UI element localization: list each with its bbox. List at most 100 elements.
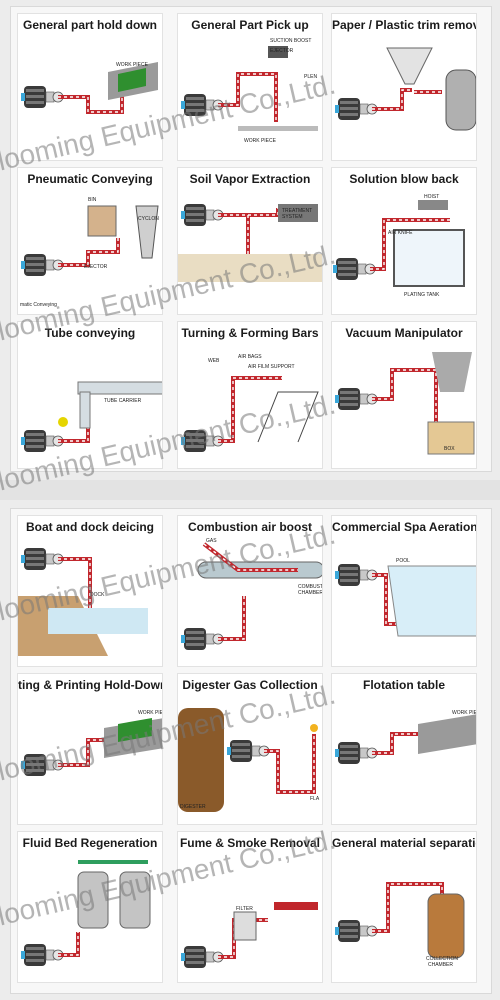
air-pipe [218, 376, 282, 443]
diagram-label: PLEN [304, 74, 317, 80]
diagram-label: WORK PIECE [138, 710, 163, 716]
diagram-label: FLA [310, 796, 320, 802]
bed-tank-icon [77, 871, 109, 929]
diagram-title: Boat and dock deicing [25, 520, 154, 534]
air-pipe [264, 734, 316, 794]
diagram-title: Flotation table [363, 678, 445, 692]
collection-chamber-icon [427, 893, 465, 959]
air-pipe [372, 368, 438, 422]
diagram-illustration: POOL [335, 558, 476, 637]
work-piece-icon [238, 126, 318, 131]
diagram-illustration: BOX [335, 352, 475, 455]
diagram-label: matic Conveying [20, 302, 57, 308]
diagram-label: WORK PIECE [244, 138, 277, 144]
diagram-illustration: WORK PIECE [335, 710, 477, 764]
filter-icon [233, 911, 257, 941]
work-table-icon [274, 902, 318, 910]
application-diagram: WORK PIECE ting & Printing Hold-Down T [17, 673, 163, 825]
diagram-label: CHAMBER [428, 962, 453, 968]
diagram-title: Soil Vapor Extraction [189, 172, 311, 186]
blower-icon [335, 742, 378, 764]
air-pipe [218, 596, 246, 641]
manipulator-icon [432, 352, 472, 392]
hoist-icon [418, 200, 448, 210]
diagram-title: ting & Printing Hold-Down T [18, 678, 163, 692]
blower-icon [21, 944, 64, 966]
flame-icon [310, 724, 318, 732]
blower-icon [333, 258, 376, 280]
work-piece-icon [118, 68, 146, 92]
bed-tank-icon [119, 871, 151, 929]
panel-separator [0, 480, 500, 500]
ejector-icon [268, 46, 288, 58]
diagram-label: PLATING TANK [404, 292, 440, 298]
diagram-title: Tube conveying [44, 326, 136, 340]
diagram-label: WORK PIECE [452, 710, 477, 716]
diagram-label: FILTER [236, 906, 253, 912]
tube-carrier-icon [58, 417, 68, 427]
application-diagram: WORK PIECE Flotation table [331, 673, 477, 825]
air-pipe [218, 72, 278, 122]
diagram-illustration: WORK PIECE [21, 710, 163, 776]
diagram-illustration: FILTER [181, 902, 318, 968]
diagram-title: Pneumatic Conveying [27, 172, 153, 186]
soil-layer [178, 254, 322, 282]
blower-icon [21, 430, 64, 452]
diagram-title: General Part Pick up [191, 18, 309, 32]
diagram-label: TREATMENT [282, 208, 312, 214]
plating-tank-icon [393, 229, 465, 287]
diagram-title: Fluid Bed Regeneration [22, 836, 158, 850]
diagram-title: Digester Gas Collection [182, 678, 318, 692]
application-diagram: Fluid Bed Regeneration [17, 831, 163, 983]
diagram-label: SYSTEM [282, 214, 303, 220]
diagram-label: HOIST [424, 194, 439, 200]
blower-icon [21, 86, 64, 108]
diagram-title: General material separation [332, 836, 477, 850]
blower-icon [335, 564, 378, 586]
blower-icon [181, 628, 224, 650]
diagram-illustration: HOIST AIR KNIFE PLATING TANK [333, 194, 465, 298]
digester-icon [178, 708, 224, 812]
blower-icon [335, 388, 378, 410]
table-icon [418, 714, 476, 754]
diagram-label: AIR FILM SUPPORT [248, 364, 295, 370]
blower-icon [335, 920, 378, 942]
diagram-label: WORK PIECE [116, 62, 149, 68]
diagram-label: DOCK [90, 592, 105, 598]
diagram-label: CHAMBER [298, 590, 323, 596]
blower-icon [181, 94, 224, 116]
diagram-label: CYCLON [138, 216, 159, 222]
blower-icon [335, 98, 378, 120]
diagram-label: EJECTOR [84, 264, 108, 270]
pool-icon [387, 565, 476, 637]
diagram-illustration: DOCK [18, 548, 148, 656]
box-icon [427, 421, 475, 455]
water-icon [48, 608, 148, 634]
blower-icon [181, 430, 224, 452]
diagram-illustration: WORK PIECE [21, 62, 158, 114]
diagram-title: Solution blow back [349, 172, 459, 186]
diagram-label: SUCTION BOOST [270, 38, 311, 44]
diagram-illustration: TUBE CARRIER [21, 381, 162, 452]
hopper-icon [386, 47, 433, 85]
diagram-label: AIR KNIFE [388, 230, 413, 236]
diagram-label: TUBE CARRIER [104, 398, 142, 404]
blower-icon [227, 740, 270, 762]
